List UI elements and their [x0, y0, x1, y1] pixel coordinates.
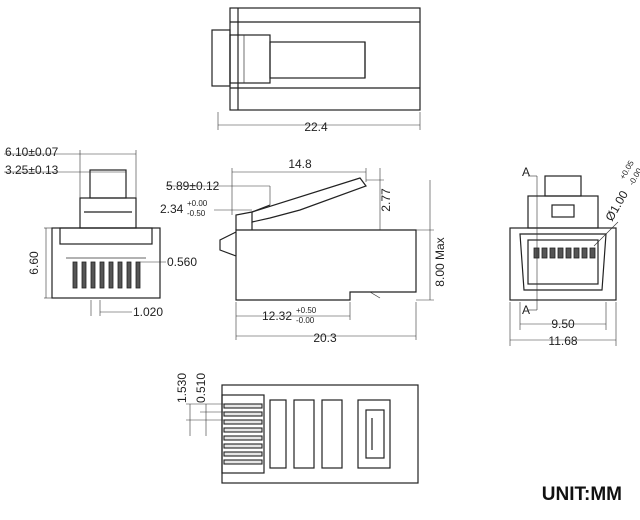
dim-latch-length: 14.8: [288, 157, 312, 171]
dim-latch-height: 2.77: [379, 188, 393, 212]
dim-outer-width: 11.68: [548, 334, 577, 348]
bottom-view: 1.530 0.510: [175, 373, 419, 484]
dim-contact-size: 0.560: [167, 255, 197, 269]
side-view-latch: [251, 177, 367, 223]
front-view-latch: [89, 169, 127, 199]
front-view: 6.10±0.07 3.25±0.13 6.60 0.560 1.020: [4, 145, 197, 319]
dim-top-width: 22.4: [304, 120, 328, 134]
section-label-a-top: A: [522, 165, 530, 179]
rear-view-body: [509, 227, 617, 301]
dim-max-height: 8.00 Max: [433, 237, 447, 286]
dim-latch-step: 5.89±0.12: [166, 179, 220, 193]
dim-length-mid-tol-minus: -0.00: [296, 316, 315, 325]
dim-pitch: 1.020: [133, 305, 163, 319]
dim-length-mid: 12.32: [262, 309, 292, 323]
section-label-a-bottom: A: [522, 303, 530, 317]
side-view: 14.8 5.89±0.12 2.34 +0.00 -0.50 2.77 8.0…: [160, 157, 447, 345]
rear-view-contacts: [533, 247, 596, 259]
dim-length-mid-tol-plus: +0.50: [296, 306, 317, 315]
bottom-view-contacts: [223, 403, 263, 465]
dim-hole-diameter: Ø1.00: [602, 188, 631, 224]
dim-spacing-outer: 1.530: [175, 373, 189, 403]
top-view: 22.4: [211, 7, 421, 134]
rear-view: A A Ø1.00 +0.05 -0.00 9.50 11.68: [509, 158, 640, 348]
dim-inner-width: 9.50: [551, 317, 575, 331]
rear-view-latch: [544, 175, 582, 197]
dim-tab-height-tol-plus: +0.00: [187, 199, 208, 208]
top-view-body: [229, 7, 421, 111]
side-view-body: [235, 229, 417, 301]
dim-front-latch-width: 3.25±0.13: [5, 163, 59, 177]
dim-tab-height: 2.34: [160, 202, 184, 216]
top-view-tab-left: [211, 29, 231, 87]
dim-tab-height-tol-minus: -0.50: [187, 209, 206, 218]
dim-front-height: 6.60: [27, 251, 41, 275]
dim-spacing-inner: 0.510: [194, 373, 208, 403]
unit-label: UNIT:MM: [541, 484, 622, 505]
front-view-body: [51, 227, 161, 299]
dim-front-width-top: 6.10±0.07: [5, 145, 59, 159]
top-view-latch: [269, 41, 366, 79]
front-view-contacts: [72, 261, 141, 289]
dim-length: 20.3: [313, 331, 337, 345]
